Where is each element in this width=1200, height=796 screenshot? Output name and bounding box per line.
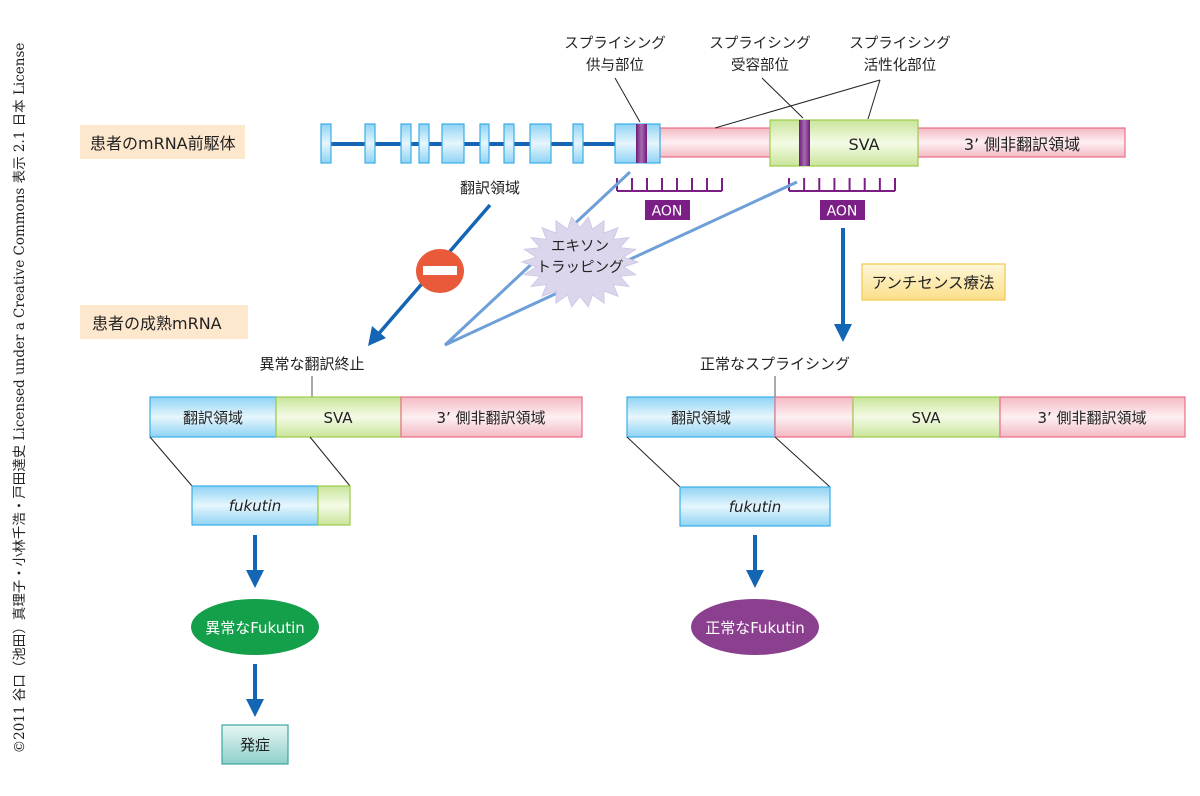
- svg-text:翻訳領域: 翻訳領域: [671, 409, 731, 427]
- normal-protein-label: 正常なFukutin: [705, 619, 805, 637]
- left-arrow-down-icon: [246, 570, 264, 588]
- svg-text:3’ 側非翻訳領域: 3’ 側非翻訳領域: [436, 409, 545, 427]
- normal-protein: [691, 599, 819, 655]
- label-precursor: 患者のmRNA前駆体: [80, 125, 245, 159]
- therapy-badge: アンチセンス療法: [861, 263, 1006, 301]
- exon-5: [441, 123, 465, 164]
- left-segment-utr: [400, 396, 583, 438]
- svg-text:スプライシング: スプライシング: [849, 35, 951, 52]
- precursor-sva: [769, 119, 919, 167]
- svg-text:SVA: SVA: [911, 409, 941, 427]
- activation-leader-line-2: [867, 79, 881, 120]
- activation-site-callout: スプライシング 活性化部位: [714, 35, 951, 129]
- svg-text:活性化部位: 活性化部位: [864, 57, 937, 74]
- svg-text:SVA: SVA: [323, 409, 353, 427]
- exon-1: [320, 123, 332, 164]
- donor-leader-line: [614, 77, 641, 123]
- svg-text:受容部位: 受容部位: [731, 57, 789, 74]
- svg-text:スプライシング: スプライシング: [709, 35, 811, 52]
- svg-text:トラッピング: トラッピング: [537, 259, 624, 276]
- exon-trapping-burst: エキソン トラッピング: [520, 216, 640, 308]
- left-gene-sva: [317, 485, 351, 526]
- donor-site-mark: [636, 124, 647, 163]
- aon-left-label: AON: [652, 204, 683, 220]
- acceptor-leader-line: [761, 77, 804, 119]
- precursor-mrna: SVA 3’ 側非翻訳領域 翻訳領域: [320, 119, 1126, 197]
- acceptor-site-callout: スプライシング 受容部位: [709, 35, 811, 119]
- left-segment-sva: [275, 396, 402, 438]
- blocked-arrow-head: [368, 326, 386, 346]
- abnormal-protein-label: 異常なFukutin: [205, 619, 305, 637]
- right-arrow-down-icon: [746, 570, 764, 588]
- exon-9: [572, 123, 584, 164]
- exon-6: [479, 123, 490, 164]
- label-mature-text: 患者の成熟mRNA: [92, 314, 222, 333]
- label-mature: 患者の成熟mRNA: [80, 305, 248, 339]
- aon-left: AON: [616, 178, 723, 220]
- aon-right-label: AON: [827, 204, 858, 220]
- precursor-utr-label: 3’ 側非翻訳領域: [964, 135, 1080, 154]
- left-gene-coding: [191, 485, 319, 526]
- exon-4: [418, 123, 430, 164]
- abnormal-protein: [191, 599, 319, 655]
- exon-2: [364, 123, 376, 164]
- left-mature-mrna: 異常な翻訳終止 翻訳領域 SVA 3’ 側非翻訳領域 fukutin 異常なFu…: [149, 355, 583, 765]
- therapy-arrow: [834, 228, 852, 342]
- right-gene-coding: [679, 486, 831, 527]
- exon-7: [503, 123, 515, 164]
- therapy-arrow-head: [834, 324, 852, 342]
- left-segment-coding: [149, 396, 277, 438]
- precursor-sva-label: SVA: [848, 135, 879, 154]
- burst-shape: [520, 216, 640, 308]
- right-segment-intron: [774, 396, 854, 438]
- normal-splicing-note: 正常なスプライシング: [700, 355, 850, 373]
- left-gene-label: fukutin: [229, 497, 282, 515]
- svg-text:翻訳領域: 翻訳領域: [183, 409, 243, 427]
- donor-site-callout: スプライシング 供与部位: [564, 35, 666, 123]
- svg-text:3’ 側非翻訳領域: 3’ 側非翻訳領域: [1037, 409, 1146, 427]
- label-precursor-text: 患者のmRNA前駆体: [90, 134, 236, 153]
- aon-right-comb: [788, 178, 896, 192]
- svg-text:供与部位: 供与部位: [586, 57, 644, 74]
- exon-3: [400, 123, 412, 164]
- aon-left-comb: [616, 178, 723, 192]
- exon-8: [529, 123, 552, 164]
- abnormal-stop-note: 異常な翻訳終止: [259, 355, 364, 373]
- right-segment-sva: [852, 396, 1001, 438]
- svg-text:スプライシング: スプライシング: [564, 35, 666, 52]
- activation-leader-line-1: [714, 79, 881, 129]
- precursor-coding-label: 翻訳領域: [460, 179, 520, 197]
- acceptor-site-mark: [799, 120, 810, 166]
- right-mature-mrna: 正常なスプライシング 翻訳領域 SVA 3’ 側非翻訳領域 fukutin 正常…: [626, 355, 1186, 655]
- svg-text:エキソン: エキソン: [551, 239, 609, 255]
- right-segment-utr: [999, 396, 1186, 438]
- right-gene-label: fukutin: [729, 498, 782, 516]
- onset-label: 発症: [240, 736, 270, 754]
- exon-group: [320, 123, 584, 164]
- left-arrow-down-icon-2: [246, 699, 264, 717]
- onset-box: [221, 724, 289, 765]
- stop-icon-bar: [423, 266, 457, 275]
- translation-blocked-arrow: [368, 203, 492, 346]
- aon-right: AON: [788, 178, 896, 220]
- therapy-label: アンチセンス療法: [871, 274, 994, 292]
